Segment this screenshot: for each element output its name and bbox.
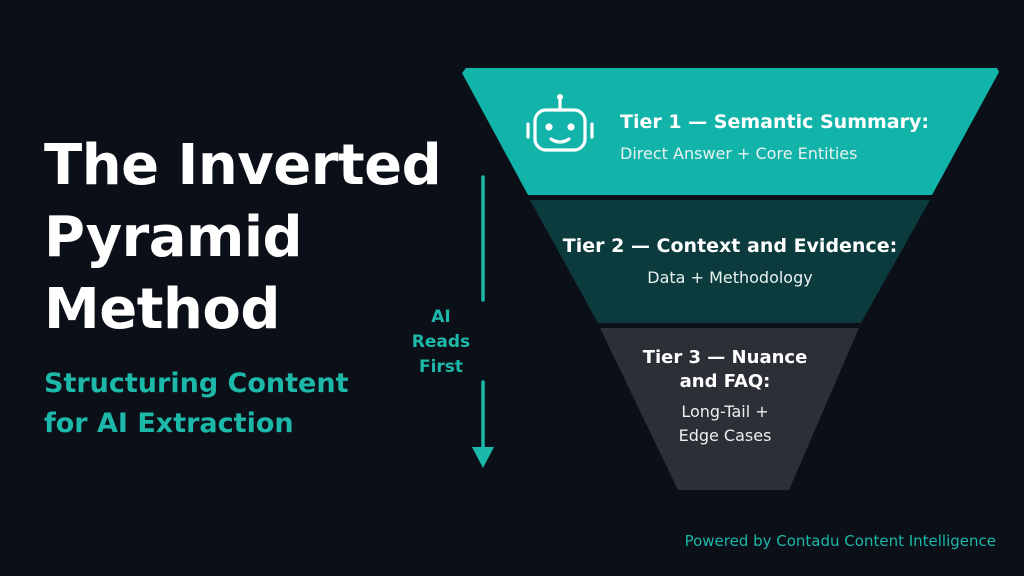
arrow-label-line: First — [418, 357, 464, 377]
robot-icon — [526, 94, 594, 152]
arrow-label-line: Reads — [411, 332, 471, 352]
slide-subtitle: Structuring Content for AI Extraction — [44, 368, 349, 439]
tier-2-heading: Tier 2 — Context and Evidence: — [562, 235, 898, 257]
tier-2-detail: Data + Methodology — [647, 268, 813, 287]
tier-2-text: Tier 2 — Context and Evidence: Data + Me… — [560, 234, 900, 290]
tier-1-text: Tier 1 — Semantic Summary: Direct Answer… — [620, 110, 940, 166]
tier-1-heading: Tier 1 — Semantic Summary: — [620, 111, 929, 133]
tier-3-detail-line: Edge Cases — [678, 426, 772, 445]
arrow-label: AI Reads First — [398, 305, 484, 380]
tier-3-detail-line: Long-Tail + — [681, 402, 769, 421]
tier-3-heading-line: Tier 3 — Nuance — [642, 347, 808, 368]
tier-3-text: Tier 3 — Nuance and FAQ: Long-Tail + Edg… — [610, 346, 840, 448]
arrow-label-line: AI — [431, 307, 451, 327]
tier-1-detail: Direct Answer + Core Entities — [620, 144, 858, 163]
reading-order-arrow — [472, 175, 494, 468]
footer-credit: Powered by Contadu Content Intelligence — [684, 532, 996, 550]
slide-title: The Inverted Pyramid Method — [44, 133, 442, 342]
tier-3-heading-line: and FAQ: — [679, 371, 771, 392]
tier-1-band — [462, 68, 999, 195]
tier-3-band — [600, 328, 859, 490]
tier-2-band — [530, 200, 930, 323]
